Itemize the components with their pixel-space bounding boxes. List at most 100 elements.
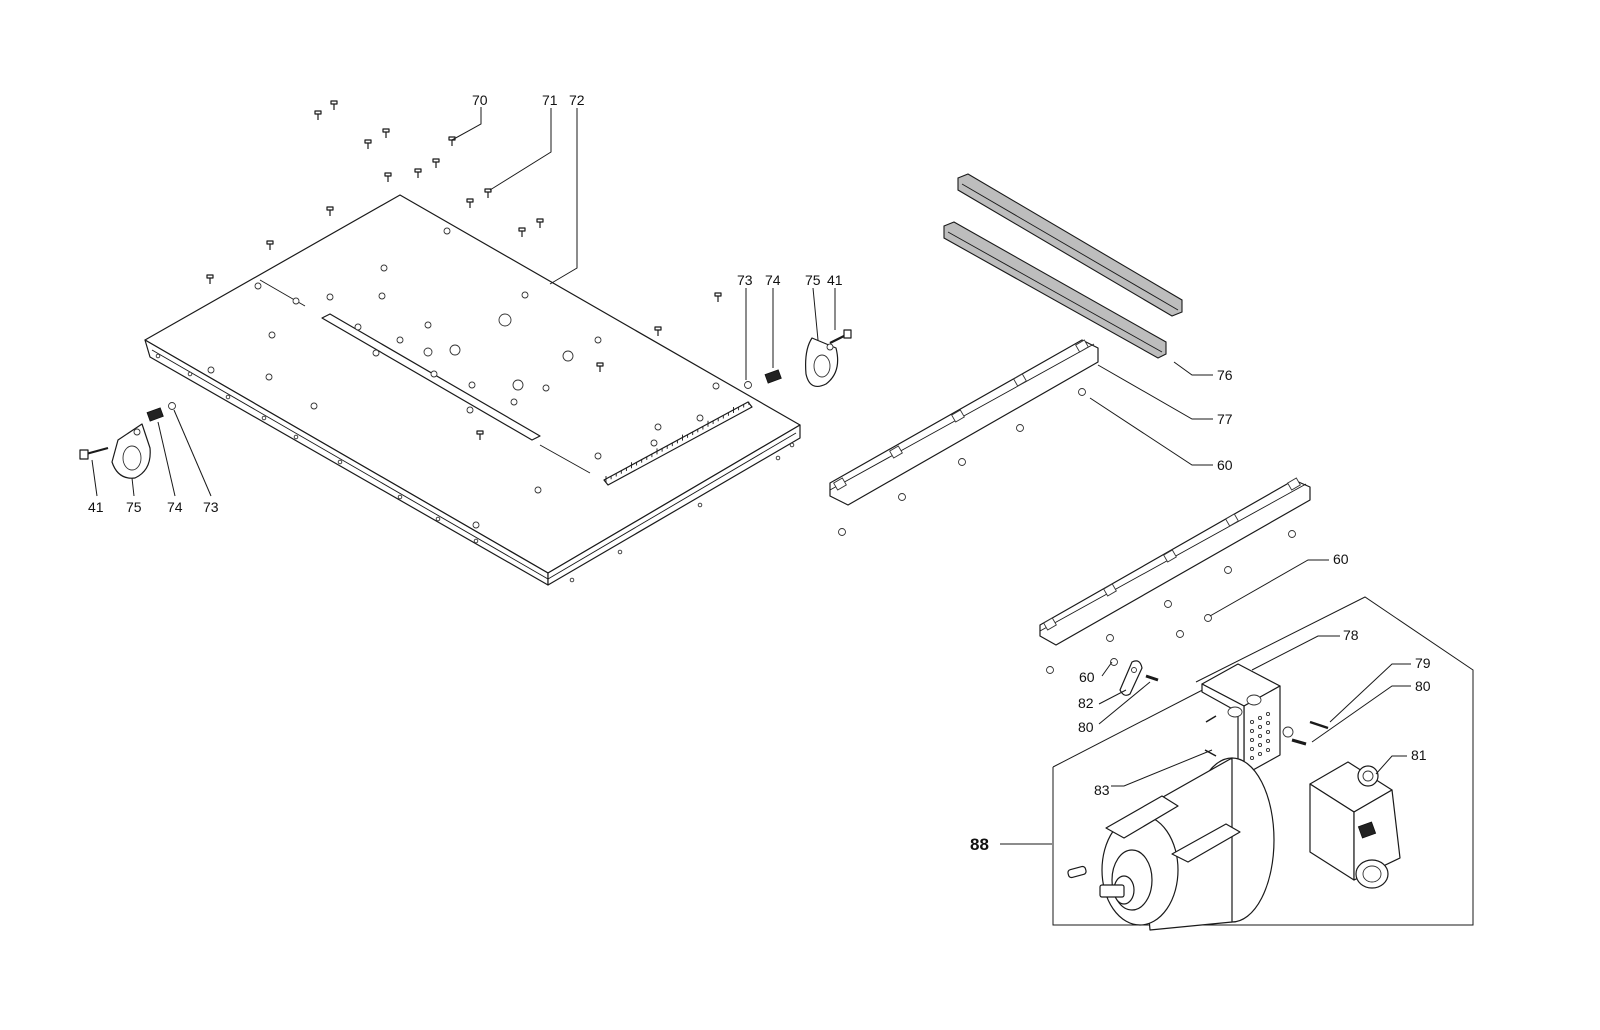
spring-74-left bbox=[146, 407, 164, 422]
table-hole bbox=[468, 381, 476, 389]
nut-73-left bbox=[168, 402, 176, 410]
bar-slot bbox=[1075, 339, 1089, 353]
bar-slot bbox=[833, 477, 847, 491]
nut bbox=[1046, 666, 1054, 674]
screw-79 bbox=[1282, 720, 1329, 738]
nut bbox=[958, 458, 966, 466]
table-hole bbox=[510, 398, 518, 406]
screw-head bbox=[206, 274, 214, 279]
label-70: 70 bbox=[472, 92, 488, 108]
nut bbox=[1164, 600, 1172, 608]
screw bbox=[382, 128, 390, 138]
bolt-41-right bbox=[829, 329, 852, 344]
label-72: 72 bbox=[569, 92, 585, 108]
screw bbox=[330, 100, 338, 110]
screws-83 bbox=[1204, 715, 1217, 757]
screws-70-71 bbox=[206, 100, 722, 440]
edge-hole bbox=[775, 455, 781, 461]
edge-hole bbox=[225, 394, 231, 400]
screw-head bbox=[596, 362, 604, 367]
table-hole bbox=[424, 321, 432, 329]
table-hole bbox=[594, 452, 602, 460]
label-88: 88 bbox=[970, 835, 989, 854]
table-hole bbox=[378, 292, 386, 300]
bar-slot bbox=[889, 445, 903, 459]
table-hole bbox=[542, 384, 550, 392]
leader-lines bbox=[91, 107, 1411, 845]
nut bbox=[898, 493, 906, 501]
table-hole bbox=[254, 282, 262, 290]
edge-hole bbox=[293, 434, 299, 440]
table-scale bbox=[603, 401, 753, 486]
table-hole bbox=[430, 370, 438, 378]
screw bbox=[484, 188, 492, 198]
clamp-plate-75-right bbox=[805, 337, 839, 387]
label-77: 77 bbox=[1217, 411, 1233, 427]
bar-slot bbox=[1287, 477, 1301, 491]
edge-hole bbox=[789, 442, 795, 448]
screw bbox=[476, 430, 484, 440]
table-hole bbox=[443, 227, 451, 235]
bracket-hole bbox=[1249, 728, 1255, 734]
table-hole bbox=[594, 336, 602, 344]
bar-slot bbox=[1013, 373, 1027, 387]
motor-group-88 bbox=[1052, 596, 1474, 926]
nut bbox=[1110, 658, 1118, 666]
table-hole bbox=[326, 293, 334, 301]
label-79: 79 bbox=[1415, 655, 1431, 671]
label-41-left: 41 bbox=[88, 499, 104, 515]
table-hole bbox=[562, 350, 574, 362]
screw-head bbox=[654, 326, 662, 331]
nut bbox=[1078, 388, 1086, 396]
table-hole bbox=[534, 486, 542, 494]
screw bbox=[432, 158, 440, 168]
screw bbox=[466, 198, 474, 208]
nut bbox=[1106, 634, 1114, 642]
bracket-hole bbox=[1249, 719, 1255, 725]
screw-head bbox=[364, 139, 372, 144]
screw-head bbox=[536, 218, 544, 223]
table-hole bbox=[696, 414, 704, 422]
bar-slot bbox=[1103, 583, 1117, 597]
label-73-left: 73 bbox=[203, 499, 219, 515]
screw bbox=[266, 240, 274, 250]
label-71: 71 bbox=[542, 92, 558, 108]
edge-hole bbox=[617, 549, 623, 555]
table-hole bbox=[498, 313, 512, 327]
table-hole bbox=[512, 379, 524, 391]
bolt-41-left bbox=[79, 446, 109, 460]
label-41-right: 41 bbox=[827, 272, 843, 288]
nut bbox=[838, 528, 846, 536]
edge-hole bbox=[697, 502, 703, 508]
bar-slot bbox=[1163, 549, 1177, 563]
edge-hole bbox=[155, 353, 161, 359]
bracket-hole bbox=[1257, 715, 1263, 721]
screw bbox=[384, 172, 392, 182]
label-83: 83 bbox=[1094, 782, 1110, 798]
label-60-lower: 60 bbox=[1079, 669, 1095, 685]
bracket-hole bbox=[1265, 729, 1271, 735]
table-hole bbox=[354, 323, 362, 331]
table-hole bbox=[654, 423, 662, 431]
bar-slot bbox=[1225, 513, 1239, 527]
table-hole bbox=[472, 521, 480, 529]
spring-74-right bbox=[764, 369, 782, 384]
bracket-hole bbox=[1265, 711, 1271, 717]
screw bbox=[414, 168, 422, 178]
table-hole bbox=[423, 347, 433, 357]
label-60-upper: 60 bbox=[1217, 457, 1233, 473]
bracket-hole bbox=[1249, 737, 1255, 743]
nut bbox=[1288, 530, 1296, 538]
label-80-left: 80 bbox=[1078, 719, 1094, 735]
label-76: 76 bbox=[1217, 367, 1233, 383]
table-hole bbox=[268, 331, 276, 339]
screw-head bbox=[484, 188, 492, 193]
label-82: 82 bbox=[1078, 695, 1094, 711]
edge-hole bbox=[569, 577, 575, 583]
edge-hole bbox=[261, 415, 267, 421]
bar-slot bbox=[951, 409, 965, 423]
label-81: 81 bbox=[1411, 747, 1427, 763]
screw-head bbox=[518, 227, 526, 232]
screw bbox=[314, 110, 322, 120]
